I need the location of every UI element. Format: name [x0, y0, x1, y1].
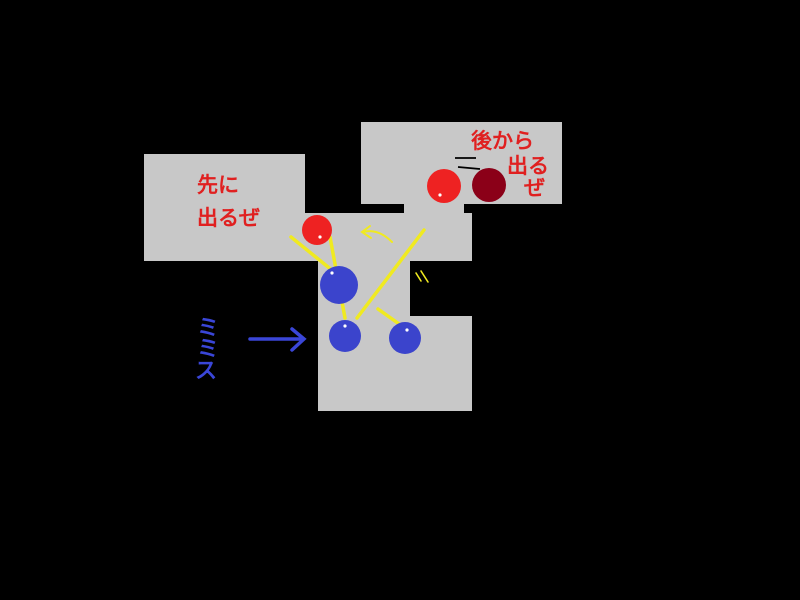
enemy-later-icon — [427, 169, 461, 203]
room-connector — [404, 200, 464, 216]
note-first: 先に 出るぜ — [197, 173, 260, 230]
yellow-mark — [415, 270, 429, 283]
miss-arrow — [248, 327, 307, 352]
enemy-first-icon — [302, 215, 332, 245]
room-left — [144, 154, 305, 261]
player-unit-1 — [320, 266, 358, 304]
move-arrow-head — [360, 225, 372, 239]
enemy-hidden-icon — [472, 168, 506, 202]
note-miss-char2: ミ — [197, 337, 219, 362]
note-first-line1: 先に — [197, 173, 239, 197]
note-later-line1: 後から — [471, 129, 534, 153]
note-miss: ミ ミ ス — [195, 316, 219, 384]
sight-line — [355, 228, 426, 320]
enemy-units — [302, 157, 506, 245]
note-later-line2: 出る — [507, 154, 549, 178]
player-unit-3 — [389, 322, 421, 354]
note-later: 後から 出る ぜ — [471, 129, 549, 200]
sight-line — [289, 235, 335, 273]
sight-line — [376, 307, 404, 328]
note-first-line2: 出るぜ — [197, 206, 260, 230]
room-top-right — [361, 122, 562, 204]
speed-marks — [455, 157, 481, 170]
note-later-line3: ぜ — [524, 176, 545, 200]
note-miss-char1: ミ — [197, 316, 219, 341]
note-miss-char3: ス — [195, 359, 217, 384]
move-arrow-curve — [362, 230, 393, 243]
player-units — [320, 266, 421, 354]
player-unit-2 — [329, 320, 361, 352]
